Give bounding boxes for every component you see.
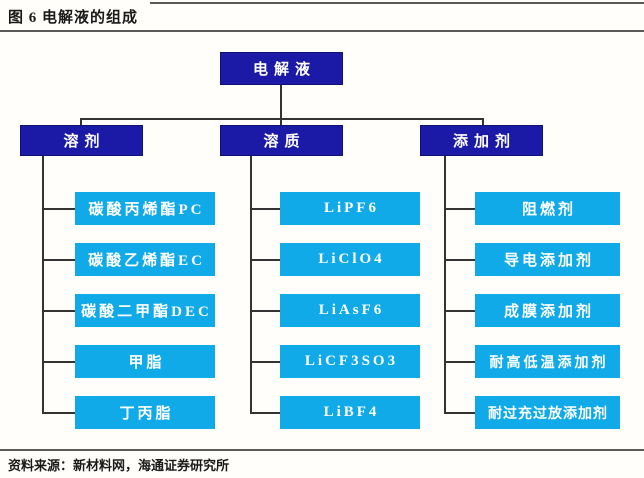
stub-row [42,208,75,210]
leaf-node: LiClO4 [280,243,420,276]
stub-row [250,310,280,312]
source-text: 新材料网，海通证券研究所 [73,458,230,473]
stub-row [444,259,475,261]
connector-stub-solvent [80,118,82,126]
figure-title: 图 6 电解液的组成 [8,10,139,26]
leaf-node: 甲脂 [75,345,215,378]
leaf-node: LiCF3SO3 [280,345,420,378]
source-label: 资料来源： [8,458,74,473]
stub-row [444,310,475,312]
stub-row [42,310,75,312]
stub-row [250,361,280,363]
leaf-node: 碳酸乙烯酯EC [75,243,215,276]
trunk-solute [250,156,252,414]
top-partial-rule [150,2,644,4]
stub-row [42,361,75,363]
stub-row [42,259,75,261]
node-solute: 溶质 [220,125,343,156]
stub-row [250,208,280,210]
leaf-node: LiBF4 [280,396,420,429]
footer-rule [0,449,644,451]
stub-row [444,361,475,363]
stub-row [444,208,475,210]
stub-row [250,412,280,414]
connector-stub-additive [482,118,484,126]
node-root: 电解液 [220,52,343,85]
connector-top-horizontal [80,118,484,120]
node-solvent: 溶剂 [20,125,143,156]
header-rule [0,30,644,32]
stub-row [42,412,75,414]
trunk-solvent [42,156,44,414]
source-line: 资料来源：新材料网，海通证券研究所 [8,455,229,474]
leaf-node: LiAsF6 [280,294,420,327]
trunk-additive [444,156,446,414]
connector-stub-solute [280,118,282,126]
leaf-node: 阻燃剂 [475,192,620,225]
connector-root-down [280,85,282,118]
stub-row [444,412,475,414]
leaf-node: 耐高低温添加剂 [475,345,620,378]
leaf-node: 碳酸二甲酯DEC [75,294,215,327]
leaf-node: LiPF6 [280,192,420,225]
leaf-node: 导电添加剂 [475,243,620,276]
node-additive: 添加剂 [420,125,543,156]
leaf-node: 耐过充过放添加剂 [475,396,620,429]
leaf-node: 丁丙脂 [75,396,215,429]
leaf-node: 碳酸丙烯酯PC [75,192,215,225]
leaf-node: 成膜添加剂 [475,294,620,327]
stub-row [250,259,280,261]
